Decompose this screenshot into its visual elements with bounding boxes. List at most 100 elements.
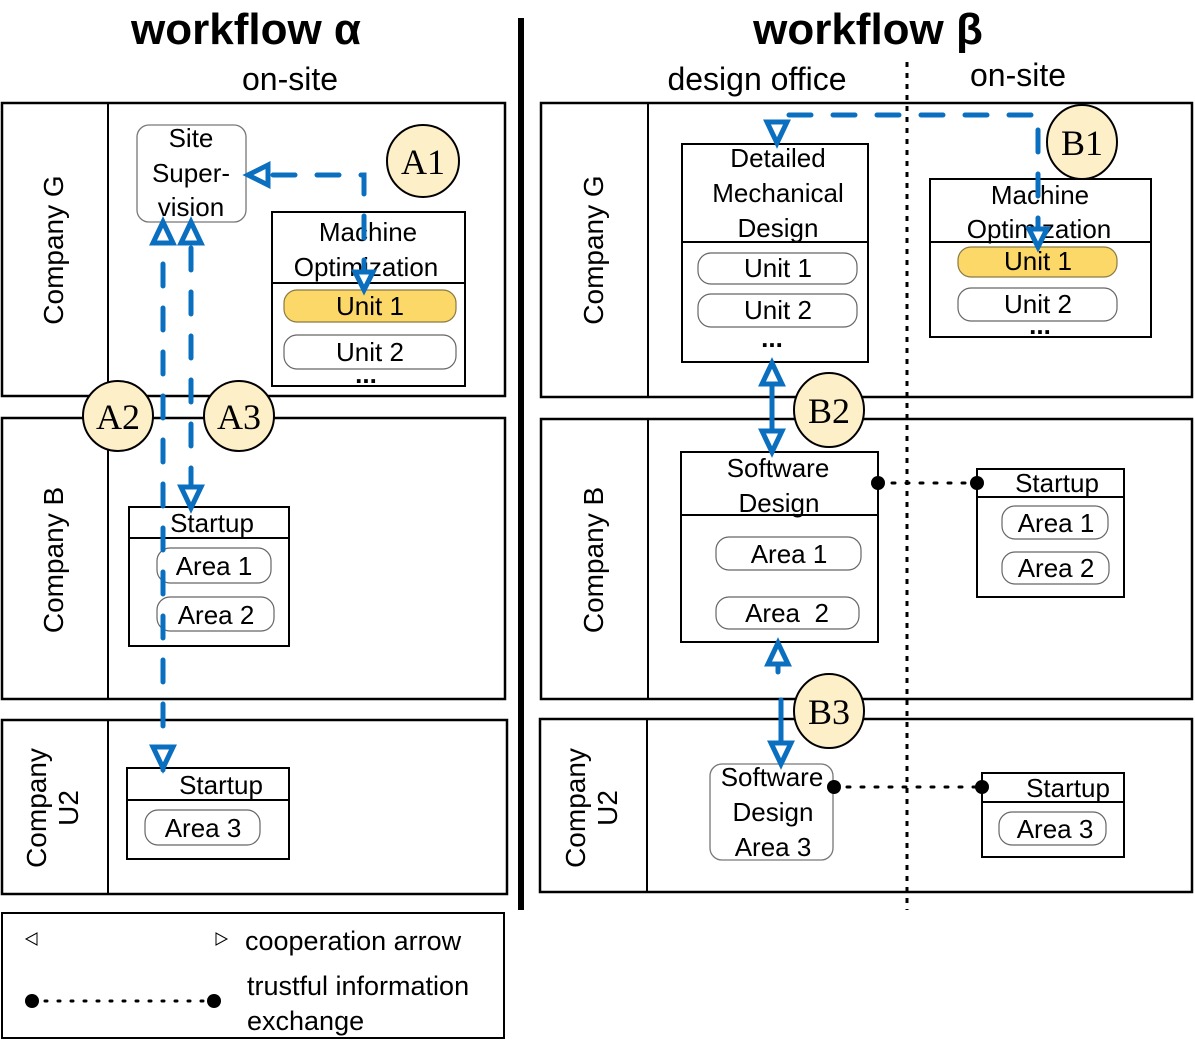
svg-text:Mechanical: Mechanical	[712, 178, 844, 208]
legend-exchange-label-line2: exchange	[247, 1006, 364, 1036]
alpha-lane-label-u2-line2: U2	[53, 790, 84, 826]
beta-detailed-mechanical-design[interactable]: Detailed Mechanical Design Unit 1 Unit 2…	[681, 143, 869, 363]
svg-text:Unit 2: Unit 2	[744, 295, 812, 325]
exchange-dot-icon	[25, 994, 39, 1008]
beta-startup-company-b[interactable]: Startup Area 1 Area 2	[976, 468, 1125, 598]
exchange-dot-icon	[827, 780, 841, 794]
arrow-right-icon	[215, 932, 229, 946]
alpha-flow-a3	[177, 216, 205, 514]
svg-text:Startup: Startup	[170, 508, 254, 538]
beta-column-design-office: design office	[667, 61, 846, 97]
exchange-dot-icon	[975, 780, 989, 794]
arrow-head-up-icon	[177, 216, 205, 246]
svg-text:Unit 1: Unit 1	[744, 253, 812, 283]
beta-startup-company-u2[interactable]: Startup Area 3	[981, 772, 1125, 858]
workflow-beta-title: workflow β	[752, 5, 983, 54]
svg-text:A3: A3	[217, 397, 261, 437]
badge-a1: A1	[386, 124, 460, 198]
svg-text:Area 2: Area 2	[1018, 553, 1095, 583]
alpha-area-2[interactable]: Area 2	[156, 596, 275, 632]
arrow-head-down-icon	[1024, 226, 1052, 253]
alpha-startup-company-b[interactable]: Startup Area 1 Area 2	[128, 506, 290, 647]
arrow-head-down-icon	[149, 744, 177, 774]
beta-lane-label-u2-line2: U2	[592, 790, 623, 826]
beta-design-more-units: ...	[761, 323, 783, 353]
beta-flow-b2	[758, 357, 786, 458]
beta-sd-area-2[interactable]: Area 2	[715, 596, 860, 630]
svg-text:Area 3: Area 3	[165, 813, 242, 843]
legend-cooperation-label: cooperation arrow	[245, 926, 462, 956]
badge-b2: B2	[793, 372, 865, 448]
svg-text:Software: Software	[727, 453, 830, 483]
beta-info-exchange-u2	[827, 780, 989, 794]
svg-text:Unit 2: Unit 2	[336, 337, 404, 367]
svg-text:Area 1: Area 1	[176, 551, 253, 581]
beta-software-design[interactable]: Software Design Area 1 Area 2	[680, 451, 879, 643]
svg-text:B2: B2	[808, 391, 850, 431]
alpha-site-supervision[interactable]: Site Super- vision	[136, 123, 247, 223]
arrow-head-down-icon	[350, 269, 378, 296]
workflow-beta: workflow β design office on-site Company…	[538, 5, 1194, 910]
beta-design-unit-1[interactable]: Unit 1	[697, 252, 858, 285]
beta-startup-area-3[interactable]: Area 3	[998, 811, 1107, 846]
arrow-head-down-icon	[758, 428, 786, 458]
badge-b1: B1	[1046, 104, 1118, 180]
alpha-area-3[interactable]: Area 3	[144, 809, 261, 846]
alpha-lane-label-g: Company G	[38, 175, 69, 324]
svg-text:Startup: Startup	[179, 770, 263, 800]
svg-text:Site: Site	[169, 123, 214, 153]
svg-text:A2: A2	[96, 397, 140, 437]
svg-text:B3: B3	[808, 692, 850, 732]
svg-text:A1: A1	[401, 142, 445, 182]
legend-exchange-label-line1: trustful information	[247, 971, 469, 1001]
svg-text:Area 1: Area 1	[751, 539, 828, 569]
svg-text:Area 3: Area 3	[735, 832, 812, 862]
badge-a2: A2	[82, 380, 154, 452]
arrow-head-down-icon	[177, 484, 205, 514]
beta-flow-b1	[763, 112, 1052, 253]
svg-text:Area 2: Area 2	[178, 600, 255, 630]
beta-lane-company-u2: Company U2	[538, 717, 1194, 894]
beta-sd-area-1[interactable]: Area 1	[715, 536, 862, 571]
svg-text:Unit 2: Unit 2	[1004, 289, 1072, 319]
alpha-area-1[interactable]: Area 1	[156, 547, 272, 584]
svg-text:Design: Design	[738, 213, 819, 243]
alpha-lane-label-u2-line1: Company	[21, 748, 52, 868]
alpha-startup-company-u2[interactable]: Startup Area 3	[126, 767, 290, 860]
beta-unit-2[interactable]: Unit 2	[957, 287, 1118, 322]
svg-text:Design: Design	[739, 488, 820, 518]
alpha-unit-1-highlighted[interactable]: Unit 1	[283, 289, 457, 323]
alpha-machine-optimization[interactable]: Machine Optimization Unit 1 Unit 2 ...	[271, 211, 466, 389]
alpha-flow-a1	[242, 160, 378, 296]
beta-more-units: ...	[1029, 310, 1051, 340]
arrow-left-icon	[24, 932, 38, 946]
svg-text:B1: B1	[1061, 123, 1103, 163]
badge-a3: A3	[203, 380, 275, 452]
svg-text:Startup: Startup	[1026, 773, 1110, 803]
beta-startup-area-1[interactable]: Area 1	[1001, 505, 1109, 540]
alpha-lane-label-b: Company B	[38, 487, 69, 633]
svg-text:Machine: Machine	[319, 217, 417, 247]
arrow-head-up-icon	[149, 216, 177, 246]
beta-startup-area-2[interactable]: Area 2	[1001, 551, 1110, 585]
svg-text:Design: Design	[733, 797, 814, 827]
svg-text:Startup: Startup	[1015, 468, 1099, 498]
workflow-alpha: workflow α on-site Company G Company B C…	[0, 5, 509, 896]
svg-text:Detailed: Detailed	[730, 143, 825, 173]
beta-column-on-site: on-site	[970, 57, 1066, 93]
beta-machine-optimization[interactable]: Machine Optimization Unit 1 Unit 2 ...	[929, 178, 1152, 340]
svg-text:Super-: Super-	[152, 158, 230, 188]
svg-text:Area 2: Area 2	[745, 598, 829, 628]
beta-lane-label-u2-line1: Company	[560, 748, 591, 868]
workflow-alpha-title: workflow α	[130, 5, 361, 54]
exchange-dot-icon	[871, 476, 885, 490]
alpha-column-on-site: on-site	[242, 61, 338, 97]
legend: cooperation arrow trustful information e…	[1, 912, 505, 1039]
arrow-head-left-icon	[242, 160, 271, 190]
alpha-unit-2[interactable]: Unit 2	[283, 334, 457, 370]
beta-info-exchange-b	[871, 476, 984, 490]
beta-design-unit-2[interactable]: Unit 2	[697, 293, 858, 328]
beta-lane-label-b: Company B	[578, 487, 609, 633]
beta-software-design-area-3[interactable]: Software Design Area 3	[709, 762, 834, 862]
